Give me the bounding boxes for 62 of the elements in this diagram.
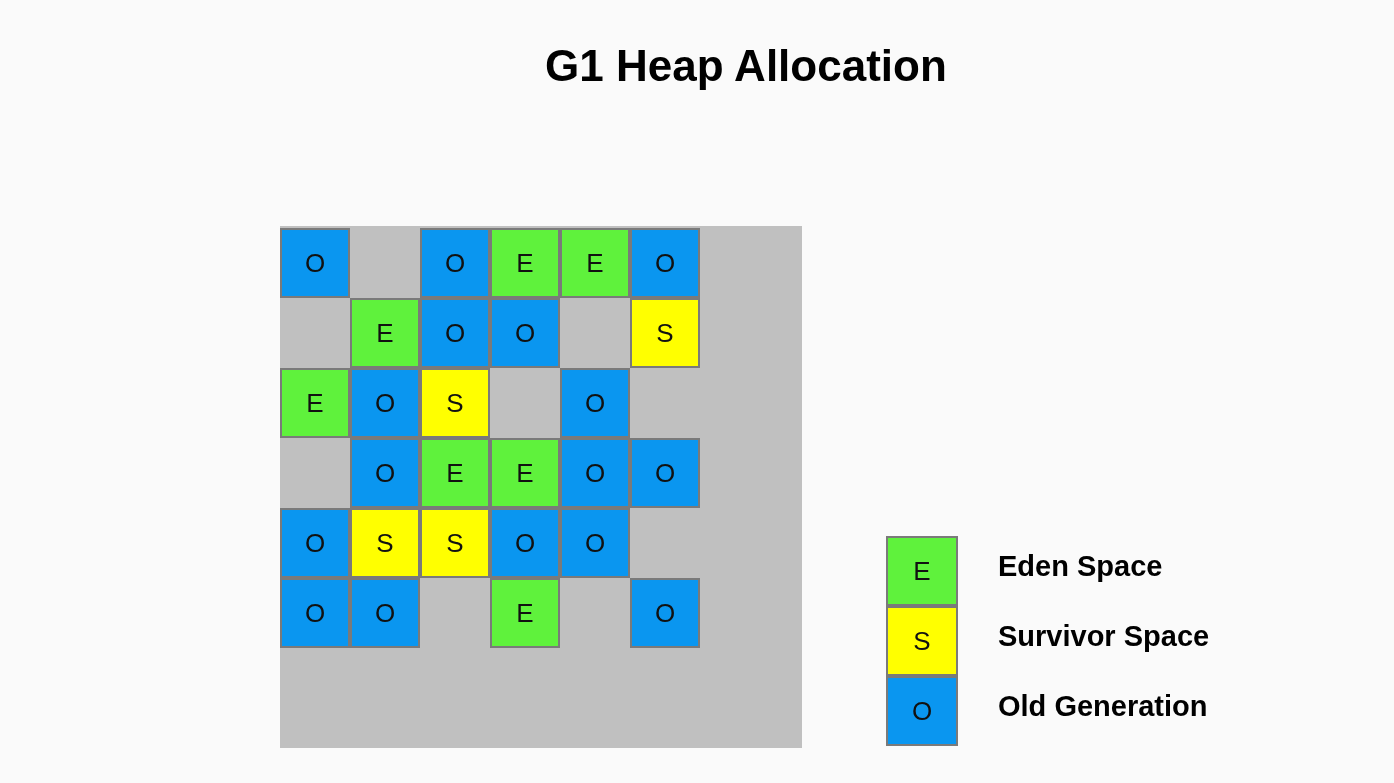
heap-region-cell [280, 368, 350, 438]
region-letter: O [584, 526, 606, 560]
heap-region-cell [560, 368, 630, 438]
region-letter: E [376, 316, 394, 350]
region-letter: E [516, 246, 534, 280]
heap-region-cell [280, 508, 350, 578]
region-letter: E [516, 596, 534, 630]
legend-letter: E [913, 554, 931, 588]
region-letter: E [586, 246, 604, 280]
heap-region-cell [350, 438, 420, 508]
region-letter: O [304, 596, 326, 630]
region-letter: O [584, 456, 606, 490]
heap-region-cell [350, 508, 420, 578]
region-letter: E [446, 456, 464, 490]
region-letter: S [446, 526, 464, 560]
heap-region-cell [630, 438, 700, 508]
heap-region-cell [280, 228, 350, 298]
region-letter: O [444, 316, 466, 350]
region-letter: O [584, 386, 606, 420]
heap-region-cell [560, 508, 630, 578]
region-letter: E [516, 456, 534, 490]
heap-region-cell [490, 508, 560, 578]
region-letter: E [306, 386, 324, 420]
heap-region-cell [490, 438, 560, 508]
region-letter: O [374, 596, 396, 630]
heap-region-cell [560, 228, 630, 298]
heap-region-cell [630, 228, 700, 298]
legend-letter: O [911, 694, 933, 728]
region-letter: O [514, 316, 536, 350]
heap-region-cell [630, 298, 700, 368]
heap-region-cell [630, 578, 700, 648]
heap-region-cell [490, 298, 560, 368]
heap-region-cell [490, 578, 560, 648]
region-letter: O [654, 246, 676, 280]
heap-region-cell [560, 438, 630, 508]
heap-region-cell [420, 368, 490, 438]
heap-region-cell [350, 298, 420, 368]
region-letter: O [374, 386, 396, 420]
legend-text: Old Generation [998, 689, 1208, 724]
region-letter: S [656, 316, 674, 350]
diagram-title: G1 Heap Allocation [545, 40, 947, 92]
heap-region-cell [490, 228, 560, 298]
heap-region-cell [350, 578, 420, 648]
legend-letter: S [913, 624, 931, 658]
region-letter: O [374, 456, 396, 490]
region-letter: O [444, 246, 466, 280]
heap-region-cell [420, 438, 490, 508]
region-letter: O [654, 596, 676, 630]
heap-region-cell [420, 508, 490, 578]
region-letter: S [446, 386, 464, 420]
legend-text: Eden Space [998, 549, 1163, 584]
heap-region-cell [350, 368, 420, 438]
region-letter: O [304, 526, 326, 560]
region-letter: O [304, 246, 326, 280]
heap-region-cell [280, 578, 350, 648]
region-letter: O [514, 526, 536, 560]
heap-region-cell [420, 298, 490, 368]
heap-region [280, 226, 802, 748]
heap-region-cell [420, 228, 490, 298]
region-letter: S [376, 526, 394, 560]
region-letter: O [654, 456, 676, 490]
legend-text: Survivor Space [998, 619, 1210, 654]
